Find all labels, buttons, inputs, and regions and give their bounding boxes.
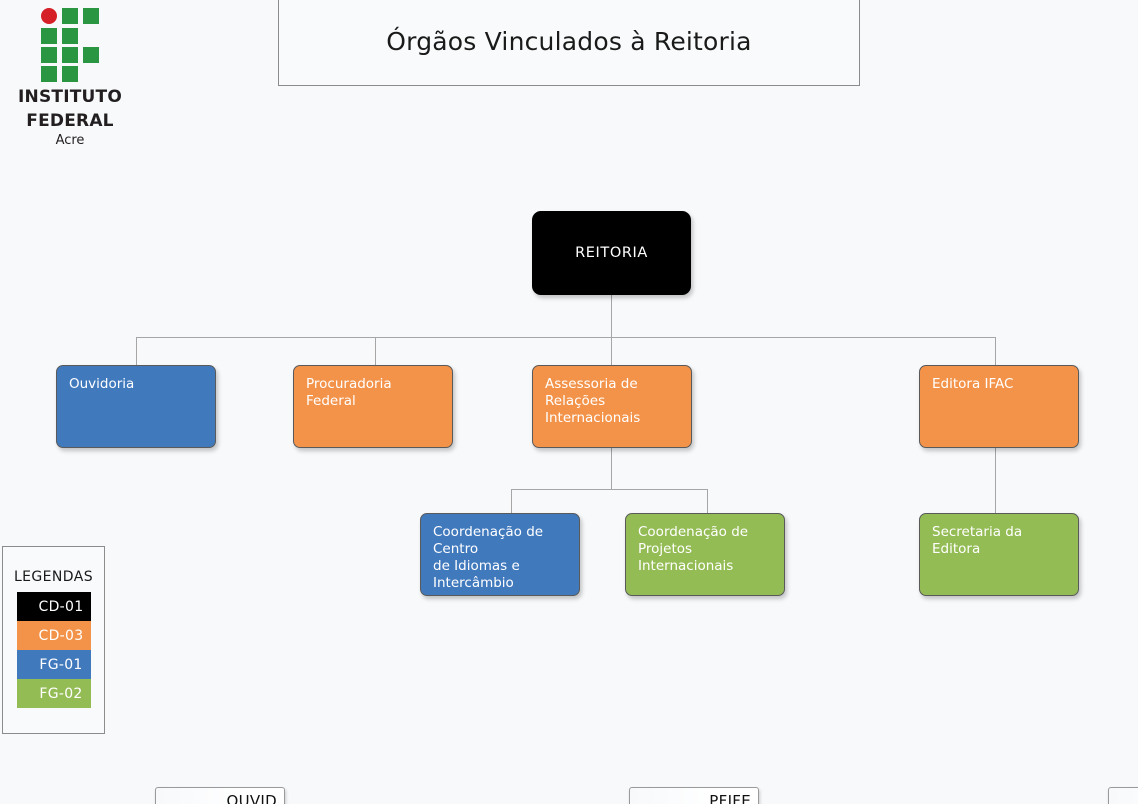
connector-reitoria-stem [611, 295, 612, 365]
node-editora-ifac[interactable]: Editora IFAC EDIFAC [919, 365, 1079, 448]
connector-level2-bus [511, 489, 707, 490]
node-reitoria-label: REITORIA [575, 244, 648, 261]
logo-square-icon [41, 47, 57, 63]
logo-institute-line1: INSTITUTO [18, 87, 122, 107]
node-seced[interactable]: Secretaria da Editora SECED [919, 513, 1079, 596]
logo-square-icon [62, 8, 78, 24]
institution-logo: INSTITUTO FEDERAL Acre [16, 8, 124, 150]
node-ouvidoria-acronym-tag: OUVID [155, 787, 285, 804]
node-procuradoria-federal-label: Procuradoria Federal [306, 376, 392, 409]
logo-institute-line2: FEDERAL [26, 111, 114, 131]
connector-level1-bus [136, 337, 995, 338]
node-arint-label: Assessoria de Relações Internacionais [545, 376, 641, 426]
node-reitoria[interactable]: REITORIA [532, 211, 691, 295]
node-ouvidoria-label: Ouvidoria [69, 376, 135, 392]
node-copin-label: Coordenação de Projetos Internacionais [638, 524, 749, 574]
legend-item-fg01: FG-01 [17, 650, 91, 679]
connector-drop-ouvid [136, 337, 137, 365]
legend-item-cd01-label: CD-01 [38, 598, 84, 615]
legend-rows: CD-01 CD-03 FG-01 FG-02 [17, 592, 91, 708]
legend-item-fg02: FG-02 [17, 679, 91, 708]
page-title: Órgãos Vinculados à Reitoria [386, 26, 752, 56]
connector-drop-copin [707, 489, 708, 513]
node-cocii[interactable]: Coordenação de Centro de Idiomas e Inter… [420, 513, 580, 596]
node-arint-acronym-tag: ARINT [1108, 787, 1138, 804]
connector-arint-stem [611, 447, 612, 489]
logo-square-icon [62, 47, 78, 63]
node-arint[interactable]: Assessoria de Relações Internacionais AR… [532, 365, 1138, 804]
node-procuradoria-federal[interactable]: Procuradoria Federal PFIFE [293, 365, 759, 804]
node-copin[interactable]: Coordenação de Projetos Internacionais C… [625, 513, 785, 596]
node-ouvidoria[interactable]: Ouvidoria OUVID [56, 365, 285, 804]
legend-item-cd01: CD-01 [17, 592, 91, 621]
legend-item-cd03: CD-03 [17, 621, 91, 650]
legend-item-fg02-label: FG-02 [39, 685, 83, 702]
node-seced-label: Secretaria da Editora [932, 524, 1023, 557]
node-cocii-label: Coordenação de Centro de Idiomas e Inter… [433, 524, 544, 591]
logo-campus-name: Acre [55, 133, 85, 148]
connector-edifac-seced [995, 447, 996, 513]
chart-title-box: Órgãos Vinculados à Reitoria [278, 0, 860, 86]
legend-item-cd03-label: CD-03 [38, 627, 84, 644]
logo-square-icon [62, 28, 78, 44]
logo-square-icon [62, 66, 78, 82]
node-editora-ifac-label: Editora IFAC [932, 376, 1014, 392]
logo-square-icon [83, 47, 99, 63]
legend-title: LEGENDAS [13, 569, 93, 585]
node-procuradoria-federal-acronym-tag: PFIFE [629, 787, 759, 804]
legend-item-fg01-label: FG-01 [39, 656, 83, 673]
connector-drop-cocii [511, 489, 512, 513]
if-logo-mark-icon [41, 8, 99, 82]
node-procuradoria-federal-acronym: PFIFE [709, 791, 751, 804]
logo-dot-icon [41, 8, 57, 24]
logo-square-icon [83, 8, 99, 24]
connector-drop-pfife [375, 337, 376, 365]
logo-square-icon [41, 28, 57, 44]
node-ouvidoria-acronym: OUVID [226, 791, 277, 804]
logo-square-icon [41, 66, 57, 82]
connector-drop-edifac [995, 337, 996, 365]
legend-box: LEGENDAS CD-01 CD-03 FG-01 FG-02 [2, 546, 105, 734]
